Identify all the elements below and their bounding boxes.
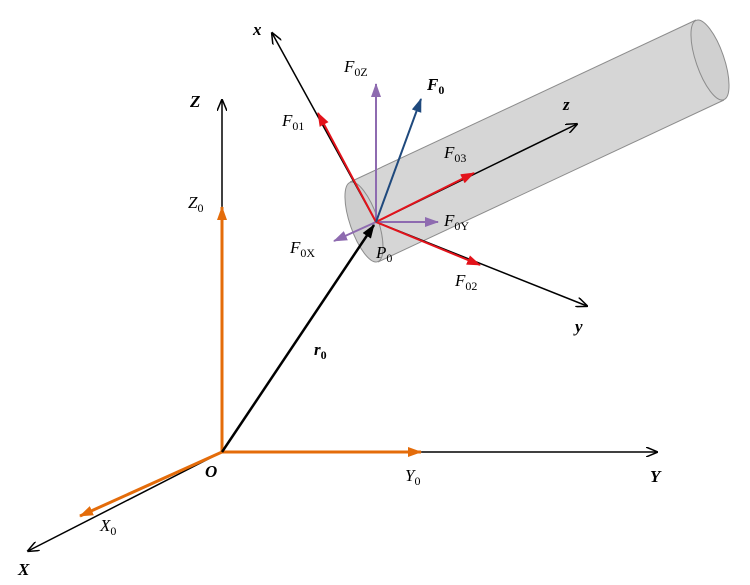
f0-vector: [375, 98, 422, 223]
f0x-vector: [333, 221, 377, 242]
label-global-x: X: [17, 560, 30, 579]
label-f0z: F0Z: [343, 57, 368, 79]
cylinder-body: [350, 20, 724, 262]
f01-vector: [317, 112, 377, 223]
label-local-z: z: [562, 95, 570, 114]
label-f03: F03: [443, 143, 466, 165]
f03-vector: [375, 172, 475, 223]
force-vectors: [317, 83, 481, 266]
label-x0: X0: [99, 516, 116, 538]
f02-vector: [375, 221, 481, 266]
r0-vector: [220, 224, 376, 453]
global-x-axis: [28, 451, 223, 551]
x0-vector: [79, 450, 223, 518]
label-global-y: Y: [650, 467, 662, 486]
label-f0: F0: [426, 75, 444, 97]
label-p0: P0: [375, 243, 392, 265]
unit-vectors: [79, 206, 422, 518]
label-f0x: F0X: [289, 238, 315, 260]
labels: O X Y Z X0 Y0 Z0 r0 P0 x y z F0 F0Z F01 …: [17, 20, 662, 579]
label-f01: F01: [281, 111, 304, 133]
label-global-z: Z: [189, 92, 200, 111]
cylinder-bottom-edge: [377, 99, 725, 263]
label-local-y: y: [573, 317, 583, 336]
label-y0: Y0: [405, 466, 420, 488]
label-local-x: x: [252, 20, 262, 39]
label-f02: F02: [454, 271, 477, 293]
label-r0: r0: [314, 340, 327, 362]
cylinder-far-end: [690, 19, 730, 101]
label-z0: Z0: [188, 193, 203, 215]
cylinder-top-edge: [349, 19, 697, 183]
cylinder: [344, 19, 730, 263]
label-f0y: F0Y: [443, 211, 469, 233]
label-origin: O: [205, 462, 217, 481]
